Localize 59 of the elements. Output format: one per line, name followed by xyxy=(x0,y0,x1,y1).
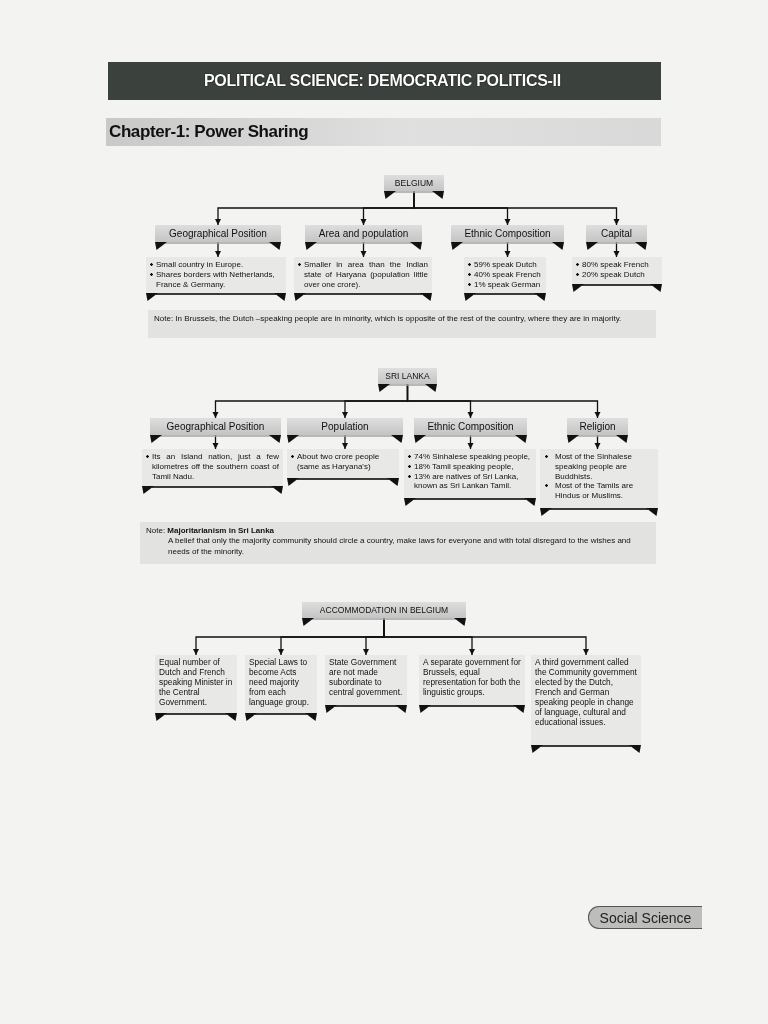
note-text: A belief that only the majority community should circle a country, make laws for everyone and with total disregard to the wishes and needs of the minority. xyxy=(168,536,632,558)
info-panel xyxy=(419,655,525,705)
category-banner xyxy=(305,225,422,242)
arrow xyxy=(594,434,601,450)
banner-label: Geographical Position xyxy=(169,228,267,239)
banner-label: Area and population xyxy=(318,228,409,239)
panel-text: State Government are not made subordinate to central government. xyxy=(329,658,403,698)
category-banner xyxy=(287,418,403,435)
topic-banner xyxy=(378,368,437,384)
arrow xyxy=(360,241,367,258)
info-panel xyxy=(325,655,407,705)
arrow xyxy=(214,241,222,258)
info-panel xyxy=(146,257,286,293)
category-banner xyxy=(567,418,628,435)
arrow xyxy=(413,190,620,226)
info-panel xyxy=(540,449,658,508)
info-panel xyxy=(287,449,399,478)
bullet-point: Its an Island nation, just a few kilometres off the southern coast of Tamil Nadu. xyxy=(146,452,279,482)
category-banner xyxy=(414,418,527,435)
banner-label: BELGIUM xyxy=(394,178,434,188)
banner-label: Ethnic Composition xyxy=(464,228,551,239)
arrow xyxy=(383,617,590,656)
panel-text: A separate government for Brussels, equal representation for both the linguistic groups. xyxy=(423,658,521,698)
panel-text: A third government called the Community government elected by the Dutch, French and German speaking people in change of language, cultural and educational issues. xyxy=(535,658,637,728)
info-panel xyxy=(531,655,641,745)
arrow xyxy=(341,434,349,450)
category-banner xyxy=(150,418,281,435)
category-banner xyxy=(586,225,647,242)
bullet-point: 40% speak French xyxy=(468,269,542,280)
note-heading: Note: Majoritarianism in Sri Lanka xyxy=(146,526,276,537)
note-text: Note: In Brussels, the Dutch –speaking people are in minority, which is opposite of the rest of the country, where they are in majority. xyxy=(154,314,623,325)
panel-text: Equal number of Dutch and French speaking Minister in the Central Government. xyxy=(159,658,233,708)
arrow xyxy=(406,383,601,419)
bullet-point: 74% Sinhalese speaking people, xyxy=(408,452,532,462)
topic-banner xyxy=(384,175,444,191)
banner-label: Population xyxy=(321,421,369,432)
info-panel xyxy=(245,655,317,713)
page-title: POLITICAL SCIENCE: DEMOCRATIC POLITICS-II xyxy=(204,72,561,90)
banner-label: ACCOMMODATION IN BELGIUM xyxy=(319,605,449,615)
banner-label: Religion xyxy=(579,421,616,432)
arrow xyxy=(212,434,219,450)
bullet-point: Smaller in area than the Indian state of Haryana (population little over one crore). xyxy=(298,260,428,290)
info-panel xyxy=(404,449,536,498)
banner-label: Geographical Position xyxy=(166,421,265,432)
banner-label: Capital xyxy=(600,228,633,239)
arrow xyxy=(467,434,474,450)
bullet-point: 1% speak German xyxy=(468,279,542,290)
arrow xyxy=(613,241,620,258)
chapter-heading: Chapter-1: Power Sharing xyxy=(109,122,309,142)
info-panel xyxy=(572,257,662,284)
banner-label: Ethnic Composition xyxy=(427,421,514,432)
banner-label: SRI LANKA xyxy=(385,371,430,381)
panel-text: Special Laws to become Acts need majority from each language group. xyxy=(249,658,310,708)
info-panel xyxy=(464,257,546,293)
topic-banner xyxy=(302,602,466,618)
category-banner xyxy=(155,225,281,242)
arrow xyxy=(504,241,511,258)
category-banner xyxy=(451,225,564,242)
footer-text: Social Science xyxy=(599,909,692,926)
